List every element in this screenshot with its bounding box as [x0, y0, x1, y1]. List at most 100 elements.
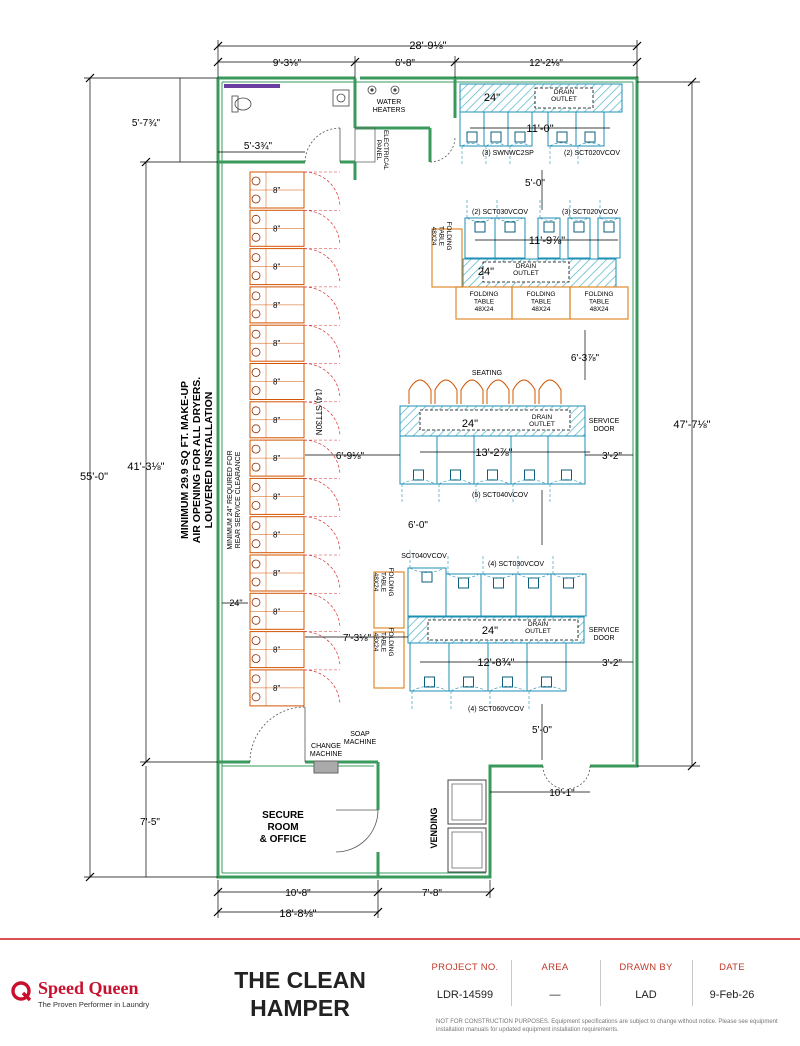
project-number-header: PROJECT NO. — [431, 962, 499, 973]
dryer-unit: 8" — [249, 324, 341, 362]
dryer-size-label: 8" — [273, 646, 280, 655]
floor-plan: 8"8"8"8"8"8"8"8"8"8"8"8"8"8" — [80, 40, 711, 920]
group-3-label: (5) SCT040VCOV — [472, 492, 528, 499]
dryer-size-label: 8" — [273, 569, 280, 578]
makeup-air-note: MINIMUM 29.9 SQ FT. MAKE-UPAIR OPENING F… — [179, 377, 215, 544]
vending-label: VENDING — [429, 807, 439, 848]
dim-right-total: 47'-7⅛" — [673, 419, 710, 431]
dim-top-mid: 6'-8" — [395, 58, 415, 69]
brand-tagline: The Proven Performer in Laundry — [38, 1000, 150, 1009]
seat-icon — [460, 379, 484, 404]
dryer-size-label: 8" — [273, 492, 280, 501]
dim-top-right: 12'-2⅛" — [529, 58, 563, 69]
dryer-unit: 8" — [249, 171, 341, 209]
dimension-labels: 28'-9⅛" 9'-3⅛" 6'-8" 12'-2⅛" 55'-0" 41'-… — [80, 40, 711, 920]
washer-unit — [448, 642, 489, 709]
washer-unit — [567, 200, 591, 259]
folding-table-label: FOLDINGTABLE48X24 — [372, 568, 394, 597]
drawn-by-header: DRAWN BY — [619, 962, 673, 973]
seat-icon — [408, 379, 432, 404]
dryer-size-label: 8" — [273, 301, 280, 310]
washer-unit — [399, 435, 438, 502]
footer-divider — [0, 938, 800, 940]
group-1a-label: (3) SWNWC2SP — [482, 150, 534, 157]
washer-unit — [526, 642, 567, 709]
chase-depth-label: 24" — [478, 266, 494, 278]
area-value: — — [549, 989, 561, 1001]
dim-row-3: 13'-2⅞" — [475, 447, 512, 459]
dim-overall-top: 28'-9⅛" — [409, 40, 446, 52]
washer-unit — [550, 556, 587, 617]
dim-entry-width: 10'-1" — [549, 788, 575, 799]
seat-icon — [512, 379, 536, 404]
dryer-unit: 8" — [249, 669, 341, 707]
dim-aisle-1: 6'-9⅛" — [336, 451, 365, 462]
dim-left-total: 55'-0" — [80, 471, 108, 483]
drawn-by-cell: DRAWN BY LAD — [606, 962, 686, 1006]
washer-unit — [507, 111, 533, 164]
dryer-stack-column: 8"8"8"8"8"8"8"8"8"8"8"8"8"8" — [249, 171, 341, 707]
dryer-size-label: 8" — [273, 531, 280, 540]
dim-row-2: 11'-9⅞" — [529, 235, 565, 247]
group-2b-label: (3) SCT020VCOV — [562, 209, 618, 216]
dim-gap-1: 5'-0" — [525, 178, 545, 189]
building-walls — [216, 76, 639, 879]
dryer-size-label: 8" — [273, 378, 280, 387]
area-cell: AREA — — [520, 962, 590, 1006]
dimension-lines — [84, 40, 700, 918]
washer-unit — [537, 200, 561, 259]
drawn-by-value: LAD — [635, 989, 657, 1001]
area-header: AREA — [541, 962, 569, 973]
seating-chairs — [408, 379, 562, 404]
washer-unit — [547, 435, 586, 502]
dryer-unit: 8" — [249, 439, 341, 477]
dim-bottom-total: 18'-8⅛" — [279, 908, 316, 920]
dim-aisle-2: 7'-3⅛" — [343, 633, 372, 644]
chase-depth-label: 24" — [462, 418, 478, 430]
dryer-unit: 8" — [249, 516, 341, 554]
dim-row-4: 12'-8¾" — [477, 657, 514, 669]
seat-icon — [538, 379, 562, 404]
dryer-size-label: 8" — [273, 454, 280, 463]
washer-unit — [459, 111, 485, 164]
doors — [249, 127, 591, 853]
dim-gap-2: 6'-3⅞" — [571, 353, 600, 364]
dryer-size-label: 8" — [273, 339, 280, 348]
date-header: DATE — [719, 962, 745, 973]
washer-unit — [409, 642, 450, 709]
dryer-unit: 8" — [249, 363, 341, 400]
dim-top-left: 9'-3⅛" — [273, 58, 302, 69]
project-number-cell: PROJECT NO. LDR-14599 — [430, 962, 500, 1006]
date-cell: DATE 9-Feb-26 — [694, 962, 770, 1006]
dim-bottom-left: 10'-8" — [285, 888, 311, 899]
dim-service-2: 3'-2" — [602, 658, 622, 669]
dryer-size-label: 8" — [273, 607, 280, 616]
dryer-unit: 8" — [249, 554, 341, 592]
group-2a-label: (2) SCT030VCOV — [472, 209, 528, 216]
dryer-model-label: (14) STT30N — [314, 389, 323, 435]
dim-row-1: 11'-0" — [526, 123, 553, 135]
seating-label: SEATING — [472, 370, 502, 377]
washer-unit — [487, 642, 528, 709]
table-separator — [511, 960, 512, 1006]
speed-queen-q-icon — [11, 981, 32, 1002]
dryer-size-label: 8" — [273, 224, 280, 233]
dryer-unit: 8" — [249, 592, 341, 630]
chase-depth-label: 24" — [482, 625, 498, 637]
group-5-label: (4) SCT060VCOV — [468, 706, 524, 713]
dryer-unit: 8" — [249, 209, 341, 247]
table-separator — [600, 960, 601, 1006]
dimension-ticks — [85, 41, 697, 917]
